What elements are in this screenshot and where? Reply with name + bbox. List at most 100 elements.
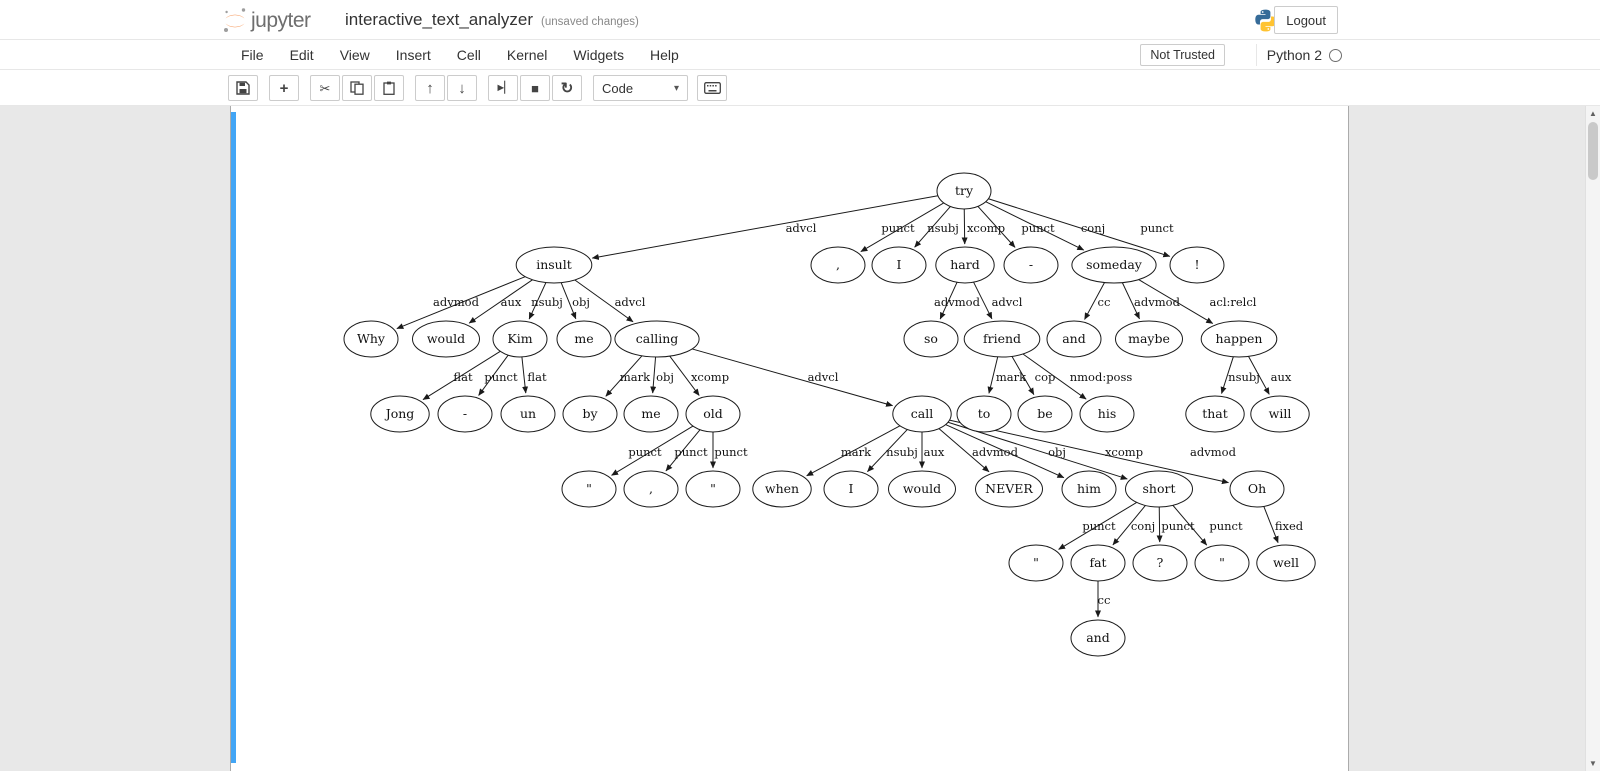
svg-text:me: me xyxy=(641,406,660,421)
svg-text:!: ! xyxy=(1194,257,1199,272)
svg-text:be: be xyxy=(1037,406,1052,421)
svg-text:that: that xyxy=(1202,406,1228,421)
svg-text:well: well xyxy=(1273,555,1299,570)
paste-cell-button[interactable] xyxy=(374,75,404,101)
svg-text:advcl: advcl xyxy=(808,370,839,384)
svg-text:Oh: Oh xyxy=(1248,481,1266,496)
scroll-up-arrow-icon[interactable]: ▲ xyxy=(1589,109,1597,118)
menu-edit[interactable]: Edit xyxy=(289,47,314,63)
svg-text:obj: obj xyxy=(572,295,590,309)
svg-text:punct: punct xyxy=(714,445,748,459)
svg-text:": " xyxy=(1219,555,1225,570)
cell-type-value: Code xyxy=(602,80,634,96)
svg-text:Jong: Jong xyxy=(384,406,415,421)
svg-text:friend: friend xyxy=(983,331,1021,346)
selected-code-cell[interactable]: advcl punct nsubj xcomp punct conj punct advmod… xyxy=(231,112,1347,763)
svg-text:flat: flat xyxy=(453,370,473,384)
notebook-container: advcl punct nsubj xcomp punct conj punct advmod… xyxy=(230,106,1349,771)
svg-text:punct: punct xyxy=(674,445,708,459)
svg-text:nsubj: nsubj xyxy=(531,295,563,309)
svg-text:advmod: advmod xyxy=(433,295,480,309)
menu-kernel[interactable]: Kernel xyxy=(506,47,548,63)
svg-text:advcl: advcl xyxy=(992,295,1023,309)
svg-text:short: short xyxy=(1143,481,1176,496)
svg-text:punct: punct xyxy=(628,445,662,459)
jupyter-logo-icon xyxy=(224,8,246,32)
svg-text:would: would xyxy=(903,481,941,496)
keyboard-icon xyxy=(703,82,721,94)
scroll-down-arrow-icon[interactable]: ▼ xyxy=(1589,759,1597,768)
svg-text:by: by xyxy=(582,406,598,421)
stop-kernel-button[interactable]: ■ xyxy=(520,75,550,101)
menu-widgets[interactable]: Widgets xyxy=(573,47,624,63)
svg-text:punct: punct xyxy=(1140,221,1174,235)
svg-text:xcomp: xcomp xyxy=(1105,445,1143,459)
svg-text:I: I xyxy=(849,481,854,496)
stop-icon: ■ xyxy=(531,80,539,96)
cell-type-dropdown[interactable]: Code ▾ xyxy=(593,75,688,101)
kernel-idle-icon xyxy=(1329,48,1342,62)
svg-text:and: and xyxy=(1062,331,1086,346)
menu-cell[interactable]: Cell xyxy=(456,47,481,63)
save-button[interactable] xyxy=(228,75,258,101)
move-up-button[interactable]: ↑ xyxy=(415,75,445,101)
menu-help[interactable]: Help xyxy=(649,47,679,63)
svg-text:acl:relcl: acl:relcl xyxy=(1210,295,1257,309)
svg-text:aux: aux xyxy=(924,445,945,459)
add-cell-button[interactable]: + xyxy=(269,75,299,101)
svg-text:-: - xyxy=(1029,257,1033,272)
svg-text:?: ? xyxy=(1157,555,1164,570)
svg-text:me: me xyxy=(574,331,593,346)
cut-cell-button[interactable]: ✂ xyxy=(310,75,340,101)
menu-file[interactable]: File xyxy=(241,47,264,63)
svg-text:advcl: advcl xyxy=(786,221,817,235)
svg-text:-: - xyxy=(463,406,467,421)
menu-insert[interactable]: Insert xyxy=(395,47,431,63)
svg-text:obj: obj xyxy=(656,370,674,384)
svg-text:punct: punct xyxy=(1161,519,1195,533)
arrow-down-icon: ↓ xyxy=(458,79,466,97)
notebook-title-area: interactive_text_analyzer (unsaved chang… xyxy=(345,10,639,30)
not-trusted-button[interactable]: Not Trusted xyxy=(1140,44,1225,66)
move-down-button[interactable]: ↓ xyxy=(447,75,477,101)
svg-text:calling: calling xyxy=(636,331,679,346)
notebook-title[interactable]: interactive_text_analyzer xyxy=(345,10,534,29)
svg-text:NEVER: NEVER xyxy=(985,481,1033,496)
svg-text:cop: cop xyxy=(1035,370,1056,384)
svg-text:old: old xyxy=(703,406,723,421)
scissors-icon: ✂ xyxy=(319,80,331,96)
svg-text:punct: punct xyxy=(484,370,518,384)
svg-text:try: try xyxy=(955,183,974,198)
svg-text:Kim: Kim xyxy=(507,331,532,346)
svg-text:xcomp: xcomp xyxy=(967,221,1005,235)
svg-text:,: , xyxy=(836,257,840,272)
svg-text:so: so xyxy=(924,331,938,346)
svg-text:un: un xyxy=(520,406,536,421)
copy-cell-button[interactable] xyxy=(342,75,372,101)
svg-text:advcl: advcl xyxy=(615,295,646,309)
header-bar: jupyter interactive_text_analyzer (unsav… xyxy=(0,0,1600,40)
svg-text:mark: mark xyxy=(620,370,651,384)
jupyter-logo[interactable]: jupyter xyxy=(222,6,311,34)
svg-text:nsubj: nsubj xyxy=(886,445,918,459)
svg-text:aux: aux xyxy=(501,295,522,309)
restart-icon: ↻ xyxy=(560,79,574,97)
svg-text:hard: hard xyxy=(950,257,979,272)
svg-text:happen: happen xyxy=(1216,331,1263,346)
svg-text:conj: conj xyxy=(1081,221,1105,235)
scrollbar-thumb[interactable] xyxy=(1588,122,1598,180)
svg-text:flat: flat xyxy=(527,370,547,384)
restart-kernel-button[interactable]: ↻ xyxy=(552,75,582,101)
svg-text:maybe: maybe xyxy=(1128,331,1170,346)
kernel-indicator-area: Python 2 xyxy=(1255,44,1342,66)
svg-text:aux: aux xyxy=(1271,370,1292,384)
toolbar: + ✂ xyxy=(0,70,1600,106)
command-palette-button[interactable] xyxy=(697,75,727,101)
run-cell-button[interactable]: ►▏ xyxy=(488,75,518,101)
logout-button[interactable]: Logout xyxy=(1274,6,1338,34)
copy-icon xyxy=(350,81,364,95)
menu-view[interactable]: View xyxy=(339,47,370,63)
vertical-scrollbar[interactable]: ▲ ▼ xyxy=(1585,106,1600,771)
notebook-site: advcl punct nsubj xcomp punct conj punct advmod… xyxy=(0,106,1600,771)
